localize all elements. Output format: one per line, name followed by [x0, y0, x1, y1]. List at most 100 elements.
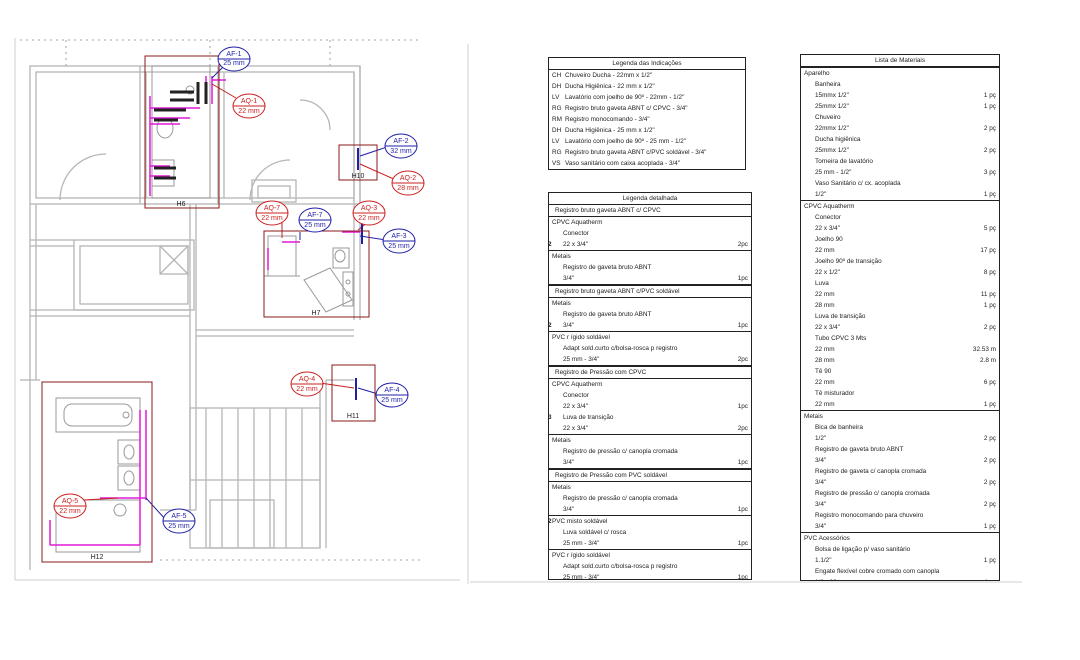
- material-row: Aparelho: [801, 67, 999, 79]
- tag-aq-4[interactable]: AQ-4 22 mm: [290, 371, 324, 397]
- tag-af-7[interactable]: AF-7 25 mm: [298, 207, 332, 233]
- svg-text:AF-5: AF-5: [171, 513, 186, 520]
- detailed-label: Adapt sold.curto c/bolsa-rosca p registr…: [563, 563, 678, 570]
- detailed-row: 25 mm - 3/4"1pc: [549, 538, 751, 549]
- tag-aq-2[interactable]: AQ-2 28 mm: [391, 170, 425, 196]
- detailed-row: Adapt sold.curto c/bolsa-rosca p registr…: [549, 343, 751, 354]
- material-label: Aparelho: [804, 70, 830, 77]
- detailed-label: 22 x 3/4": [563, 403, 589, 410]
- material-qty: 32.53 m: [972, 346, 996, 353]
- svg-text:AF-2: AF-2: [393, 138, 408, 145]
- detailed-label: Registro de pressão c/ canopla cromada: [563, 448, 678, 455]
- detailed-label: Luva soldável c/ rosca: [563, 529, 627, 536]
- material-qty: 1 pç: [983, 557, 996, 564]
- svg-text:22 mm: 22 mm: [238, 108, 260, 115]
- indication-code: RG: [552, 149, 562, 156]
- detailed-mark: 2: [548, 518, 552, 525]
- indication-code: DH: [552, 127, 562, 134]
- svg-text:AF-3: AF-3: [391, 233, 406, 240]
- detailed-row: Metais: [549, 250, 751, 262]
- material-row: 22 x 3/4"5 pç: [801, 223, 999, 234]
- material-qty: 8 pç: [983, 269, 996, 276]
- material-qty: 3 pç: [983, 169, 996, 176]
- detailed-qty: 1pc: [737, 275, 748, 282]
- svg-text:AQ-3: AQ-3: [361, 205, 377, 212]
- tag-af-4[interactable]: AF-4 25 mm: [375, 382, 409, 408]
- tag-aq-1[interactable]: AQ-1 22 mm: [232, 93, 266, 119]
- material-qty: 2 pç: [983, 435, 996, 442]
- plumbing-lines: [49, 76, 360, 546]
- material-row: 3/4"2 pç: [801, 455, 999, 466]
- tag-aq-5[interactable]: AQ-5 22 mm: [53, 493, 87, 519]
- material-label: Bolsa de ligação p/ vaso sanitário: [815, 546, 911, 553]
- material-label: Tubo CPVC 3 Mts: [815, 335, 867, 342]
- room-label-h10: H10: [352, 173, 365, 180]
- material-row: Vaso Sanitário c/ cx. acoplada: [801, 178, 999, 189]
- material-qty: 1 pç: [983, 523, 996, 530]
- detailed-row: Registro de gaveta bruto ABNT: [549, 309, 751, 320]
- material-row: Joelho 90: [801, 234, 999, 245]
- detailed-row: Adapt sold.curto c/bolsa-rosca p registr…: [549, 561, 751, 572]
- detailed-row: Registro de gaveta bruto ABNT: [549, 262, 751, 273]
- svg-text:AQ-2: AQ-2: [400, 175, 416, 182]
- material-qty: 2.8 m: [980, 357, 996, 364]
- detailed-row: CPVC Aquatherm: [549, 216, 751, 228]
- detailed-label: Metais: [552, 484, 571, 491]
- tag-af-2[interactable]: AF-2 32 mm: [384, 133, 418, 159]
- material-label: Registro de gaveta c/ canopla cromada: [815, 468, 927, 475]
- tag-af-5[interactable]: AF-5 25 mm: [162, 508, 196, 534]
- material-qty: 17 pç: [980, 247, 996, 254]
- svg-text:AQ-4: AQ-4: [299, 376, 315, 383]
- material-label: Metais: [804, 413, 823, 420]
- material-label: 22 x 3/4": [815, 225, 841, 232]
- material-row: Registro monocomando para chuveiro: [801, 510, 999, 521]
- material-label: 25mmx 1/2": [815, 103, 849, 110]
- material-label: Tê 90: [815, 368, 832, 375]
- tag-af-3[interactable]: AF-3 25 mm: [382, 228, 416, 254]
- detailed-qty: 2pc: [737, 241, 748, 248]
- material-qty: 2 pç: [983, 324, 996, 331]
- material-row: 3/4"2 pç: [801, 477, 999, 488]
- material-row: Torneira de lavatório: [801, 156, 999, 167]
- material-qty: 2 pç: [983, 457, 996, 464]
- detailed-label: CPVC Aquatherm: [552, 219, 603, 226]
- indication-code: VS: [552, 160, 561, 167]
- detailed-qty: 1pc: [737, 322, 748, 329]
- detailed-label: Registro de pressão c/ canopla cromada: [563, 495, 678, 502]
- material-label: 3/4": [815, 479, 827, 486]
- material-qty: 11 pç: [980, 291, 996, 298]
- material-label: Tê misturador: [815, 390, 855, 397]
- detailed-mark: 3: [548, 414, 552, 421]
- detailed-row: 3/4"1pc: [549, 504, 751, 515]
- indication-code: RG: [552, 105, 562, 112]
- tag-aq-3[interactable]: AQ-3 22 mm: [352, 200, 386, 226]
- detailed-label: Registro de Pressão com PVC soldável: [555, 472, 667, 479]
- detailed-row: PVC r ígido soldável: [549, 549, 751, 561]
- detailed-row: 22 x 3/4"2pc: [549, 423, 751, 434]
- room-label-h12: H12: [91, 554, 104, 561]
- indication-text: Registro bruto gaveta ABNT c/PVC soldáve…: [565, 149, 707, 156]
- tag-af-1[interactable]: AF-1 25 mm: [217, 46, 251, 72]
- svg-text:22 mm: 22 mm: [296, 386, 318, 393]
- material-label: Chuveiro: [815, 114, 841, 121]
- detailed-label: 3/4": [563, 506, 575, 513]
- material-row: Bolsa de ligação p/ vaso sanitário: [801, 544, 999, 555]
- material-row: 1/2"1 pç: [801, 189, 999, 200]
- svg-text:25 mm: 25 mm: [381, 397, 403, 404]
- tag-aq-7[interactable]: AQ-7 22 mm: [255, 200, 289, 226]
- fixtures-h12: [55, 397, 141, 553]
- detailed-label: Metais: [552, 300, 571, 307]
